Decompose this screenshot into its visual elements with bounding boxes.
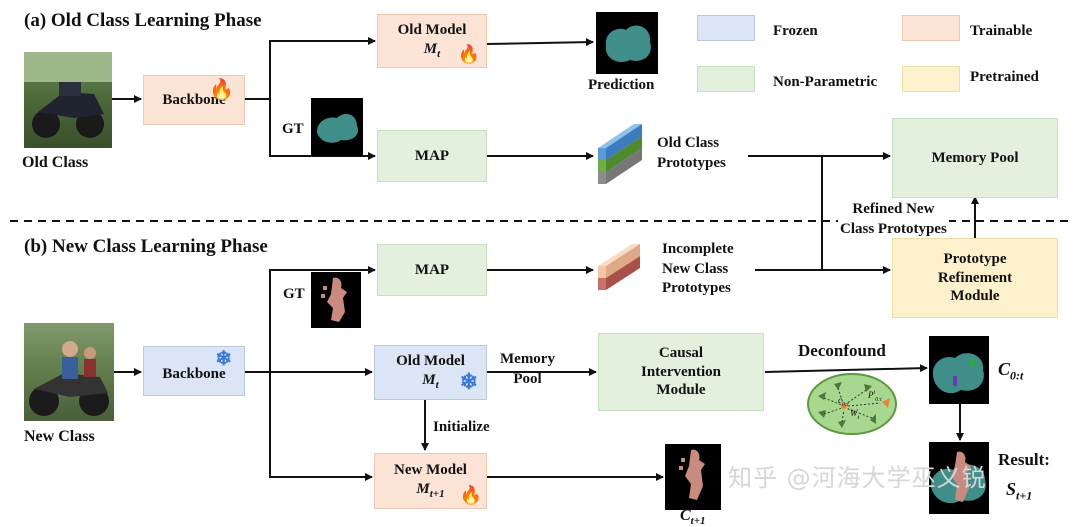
map-a-label: MAP xyxy=(414,147,450,164)
backbone-b-label: Backbone xyxy=(162,365,226,382)
old-model-a-label: Old Model xyxy=(397,21,467,38)
map-b-label: MAP xyxy=(414,261,450,278)
legend-frozen-swatch xyxy=(697,15,755,41)
section-a-title: (a) Old Class Learning Phase xyxy=(24,10,262,31)
gt-a-label: GT xyxy=(282,121,304,137)
st1-label: St+1 xyxy=(1006,479,1033,503)
arrow-causal-to-c0t xyxy=(764,364,928,373)
causal-intervention-box: Causal Intervention Module xyxy=(598,333,764,411)
ct1-mask xyxy=(665,444,721,510)
prototype-refinement-box: Prototype Refinement Module xyxy=(892,238,1058,318)
arrow-backbone-a-to-map xyxy=(269,99,376,160)
map-a-box: MAP xyxy=(377,130,487,182)
fire-icon: 🔥 xyxy=(209,79,234,101)
prediction-caption: Prediction xyxy=(588,77,655,93)
backbone-b-box: Backbone ❄ xyxy=(143,346,245,396)
new-class-caption: New Class xyxy=(24,428,95,445)
section-b-title: (b) New Class Learning Phase xyxy=(24,236,268,257)
legend-pretrained-swatch xyxy=(902,66,960,92)
legend-nonparam-swatch xyxy=(697,66,755,92)
watermark: 知乎 @河海大学巫义锐 xyxy=(728,464,987,492)
new-model-box: New Model Mt+1 🔥 xyxy=(374,453,487,509)
result-mask xyxy=(929,442,989,514)
backbone-a-box: Backbone 🔥 xyxy=(143,75,245,125)
causal-node-c: c0:t xyxy=(838,395,849,408)
initialize-label: Initialize xyxy=(433,419,490,435)
gt-b-mask xyxy=(311,272,361,328)
arrow-oldmodel-to-pred xyxy=(486,38,594,47)
old-prototypes-stack xyxy=(598,124,642,184)
fire-icon: 🔥 xyxy=(457,43,480,64)
old-class-caption: Old Class xyxy=(22,154,89,171)
snowflake-icon: ❄ xyxy=(215,348,232,370)
prediction-mask xyxy=(596,12,658,74)
old-class-image xyxy=(24,52,112,148)
arrow-backbone-a-split xyxy=(245,37,376,100)
memory-pool-label: Memory Pool xyxy=(931,149,1019,166)
causal-node-w: Wt xyxy=(850,408,860,421)
incomplete-prototypes-stack xyxy=(598,244,640,290)
new-model-symbol: Mt+1 xyxy=(416,480,445,500)
snowflake-icon: ❄ xyxy=(459,368,478,394)
legend-frozen-label: Frozen xyxy=(773,23,818,39)
result-label: Result: xyxy=(998,450,1050,469)
legend-nonparam-label: Non-Parametric xyxy=(773,74,878,90)
old-model-b-box: Old Model Mt ❄ xyxy=(374,345,487,400)
gt-b-label: GT xyxy=(283,286,305,302)
arrow-backbone-b-to-newmodel xyxy=(269,372,373,481)
backbone-a-label: Backbone xyxy=(162,91,226,108)
ct1-label: Ct+1 xyxy=(680,507,706,527)
new-class-image xyxy=(24,323,114,421)
legend-trainable-swatch xyxy=(902,15,960,41)
legend-pretrained-label: Pretrained xyxy=(970,69,1039,85)
old-model-b-symbol: Mt xyxy=(422,372,439,391)
gt-a-mask xyxy=(311,98,363,156)
c0t-mask xyxy=(929,336,989,404)
arrow-backbone-b-to-map xyxy=(269,266,376,372)
legend-trainable-label: Trainable xyxy=(970,23,1033,39)
map-b-box: MAP xyxy=(377,244,487,296)
causal-graph xyxy=(807,373,897,435)
fire-icon: 🔥 xyxy=(459,484,482,505)
old-model-a-box: Old Model Mt 🔥 xyxy=(377,14,487,68)
c0t-label: C0:t xyxy=(998,359,1024,383)
new-model-label: New Model xyxy=(394,461,467,478)
memory-pool-box: Memory Pool xyxy=(892,118,1058,198)
old-model-b-label: Old Model xyxy=(396,353,465,370)
causal-node-p: Pi0:t xyxy=(868,390,882,403)
deconfound-label: Deconfound xyxy=(798,341,886,360)
old-model-a-symbol: Mt xyxy=(423,40,441,60)
